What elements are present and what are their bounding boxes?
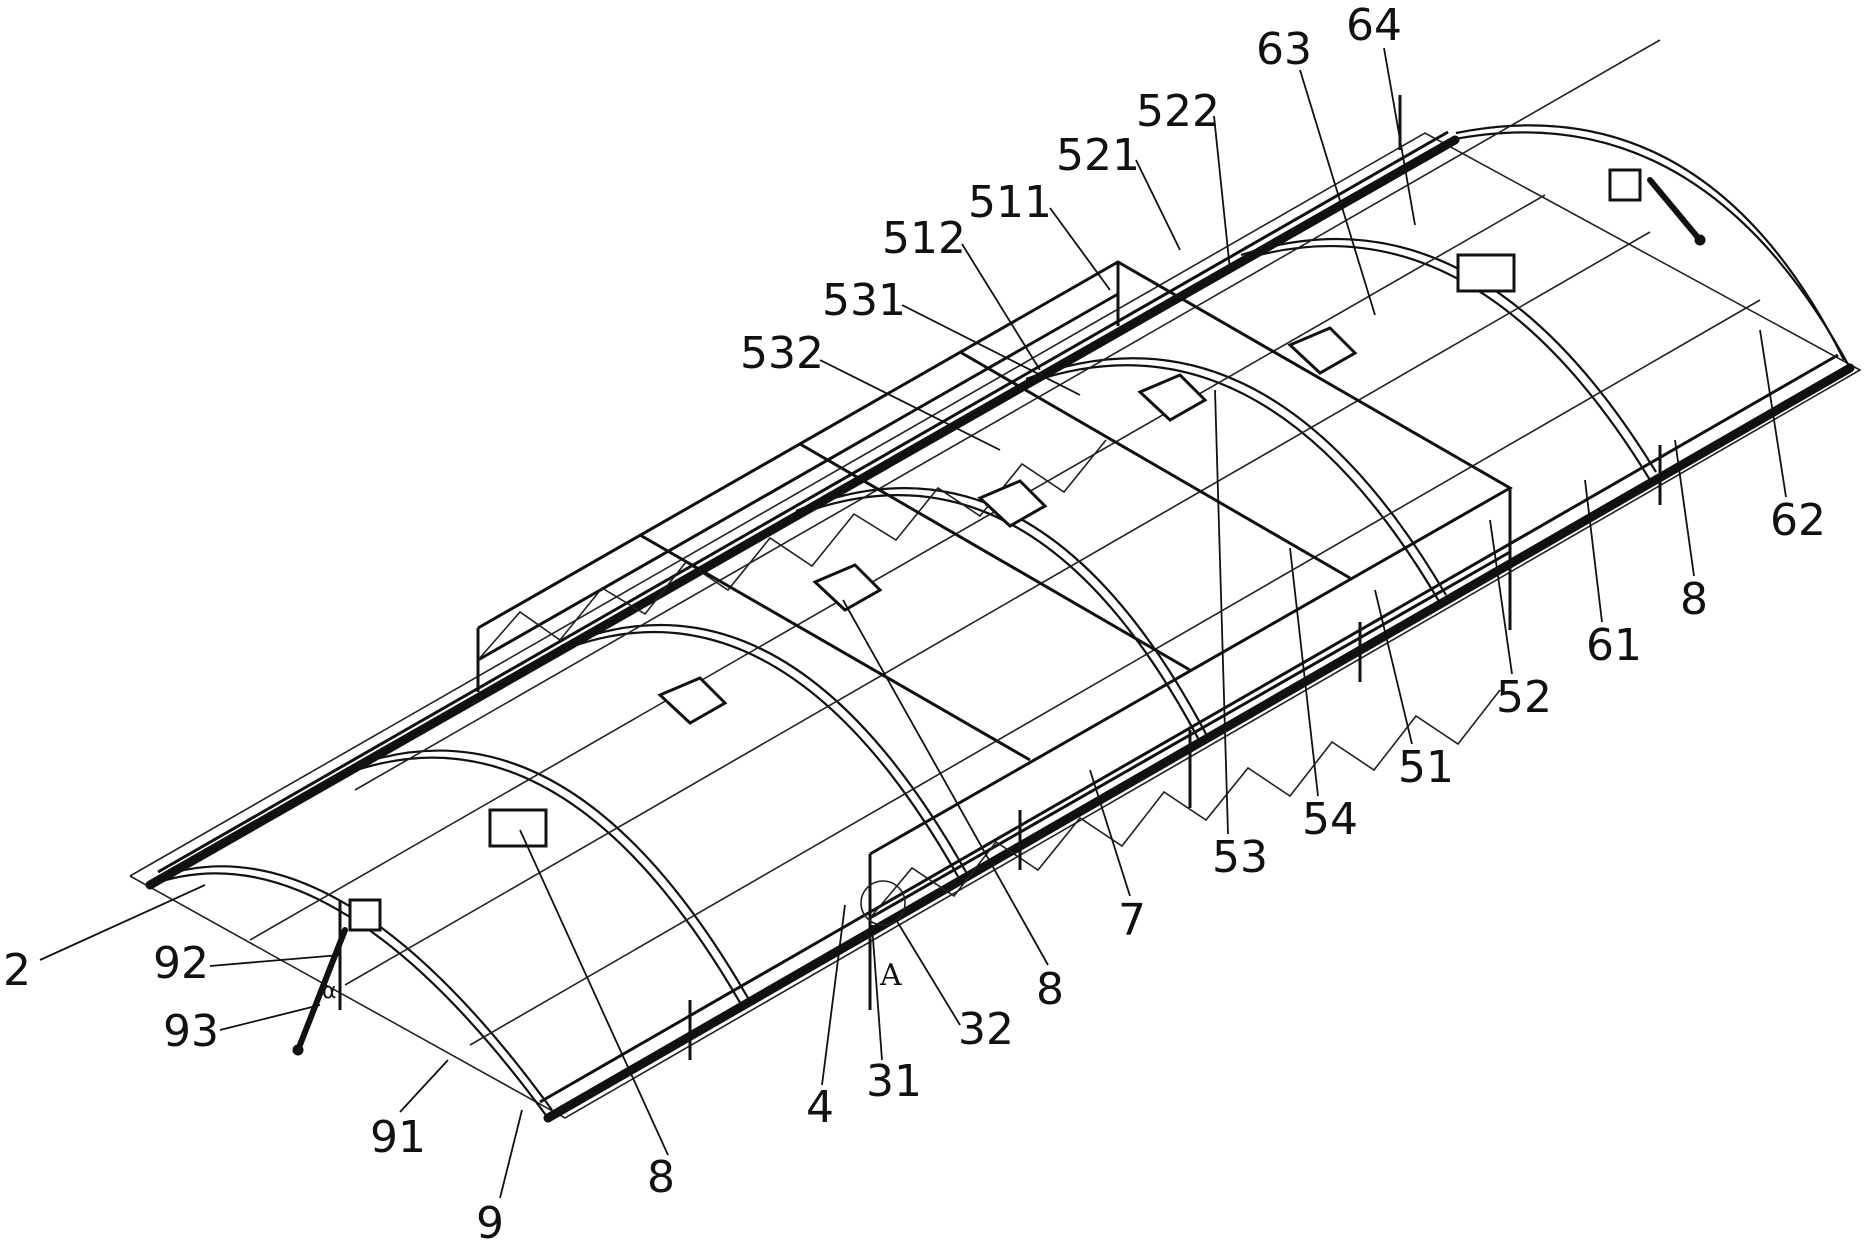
label-511: 511 bbox=[968, 177, 1052, 228]
label-52: 52 bbox=[1496, 672, 1552, 723]
leader-51 bbox=[1374, 589, 1413, 745]
label-62: 62 bbox=[1770, 495, 1826, 546]
leader-lines bbox=[39, 47, 1787, 1199]
label-61: 61 bbox=[1586, 620, 1642, 671]
leader-522 bbox=[1213, 115, 1231, 271]
label-alpha: α bbox=[322, 979, 337, 1004]
label-4: 4 bbox=[806, 1082, 834, 1133]
label-8-left: 8 bbox=[647, 1152, 675, 1203]
label-8-right: 8 bbox=[1680, 574, 1708, 625]
leader-52 bbox=[1489, 519, 1513, 675]
leader-9 bbox=[499, 1109, 523, 1199]
leader-54 bbox=[1289, 547, 1319, 797]
base-plane bbox=[129, 132, 1862, 1119]
leader-92 bbox=[209, 954, 341, 967]
label-8-middle: 8 bbox=[1036, 964, 1064, 1015]
label-31: 31 bbox=[866, 1056, 922, 1107]
leader-31 bbox=[871, 924, 883, 1061]
label-521: 521 bbox=[1056, 130, 1140, 181]
label-512: 512 bbox=[882, 213, 966, 264]
label-2: 2 bbox=[3, 945, 31, 996]
leader-63 bbox=[1299, 69, 1376, 316]
label-53: 53 bbox=[1212, 832, 1268, 883]
rear-inner-rail bbox=[157, 130, 1449, 874]
leader-532 bbox=[819, 359, 1001, 451]
label-532: 532 bbox=[740, 328, 824, 379]
leader-64 bbox=[1383, 47, 1416, 226]
arch-rib-4 bbox=[789, 494, 1201, 743]
label-7: 7 bbox=[1118, 895, 1146, 946]
arch-rib-5 bbox=[1019, 364, 1441, 604]
arch-rib-end-right bbox=[1449, 131, 1851, 369]
leader-4 bbox=[821, 904, 846, 1086]
leader-91 bbox=[399, 1059, 449, 1113]
leader-93 bbox=[219, 1004, 321, 1031]
label-92: 92 bbox=[153, 938, 209, 989]
label-9: 9 bbox=[476, 1198, 504, 1243]
arch-rib-3 bbox=[554, 631, 961, 881]
arch-rib-2 bbox=[339, 756, 743, 1007]
label-91: 91 bbox=[370, 1112, 426, 1163]
leader-511 bbox=[1049, 207, 1111, 291]
leader-8-middle bbox=[842, 599, 1049, 966]
reference-labels: 2 92 93 91 9 8 4 31 32 A α 8 7 53 54 51 … bbox=[3, 0, 1826, 1248]
leader-531 bbox=[901, 304, 1081, 396]
leader-8-left bbox=[519, 829, 669, 1156]
detail-circle-a bbox=[860, 880, 906, 926]
joint-boxes bbox=[348, 168, 1642, 932]
label-a: A bbox=[879, 958, 902, 993]
label-522: 522 bbox=[1136, 86, 1220, 137]
leader-62 bbox=[1759, 329, 1787, 498]
leader-32 bbox=[894, 917, 961, 1026]
leader-61 bbox=[1584, 479, 1603, 623]
leader-8-right bbox=[1674, 439, 1695, 577]
leader-53 bbox=[1214, 389, 1229, 835]
leader-2 bbox=[39, 884, 206, 961]
front-longitudinal-beam bbox=[543, 363, 1855, 1123]
label-93: 93 bbox=[163, 1006, 219, 1057]
leader-521 bbox=[1135, 159, 1181, 251]
arch-rib-6 bbox=[1234, 244, 1651, 481]
end-brace bbox=[292, 177, 1706, 1056]
label-63: 63 bbox=[1256, 24, 1312, 75]
leader-7 bbox=[1089, 769, 1131, 897]
leader-512 bbox=[961, 243, 1041, 371]
label-64: 64 bbox=[1346, 0, 1402, 51]
purlins bbox=[249, 39, 1761, 1046]
front-inner-rail bbox=[539, 353, 1839, 1104]
label-531: 531 bbox=[822, 275, 906, 326]
label-51: 51 bbox=[1398, 742, 1454, 793]
label-32: 32 bbox=[958, 1004, 1014, 1055]
label-54: 54 bbox=[1302, 794, 1358, 845]
